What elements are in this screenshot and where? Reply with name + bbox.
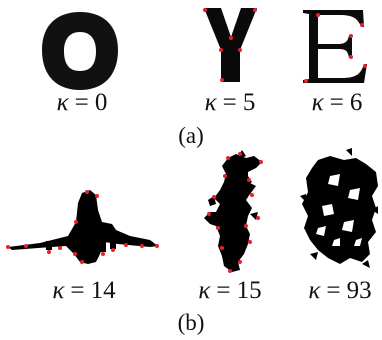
shape-airplane-boundary-points [6, 190, 159, 264]
shape-irregular-figure [204, 150, 263, 273]
caption-a: (a) [178, 123, 204, 148]
label-kappa-irregular: κ= 15 [198, 277, 261, 304]
shape-letter-e [303, 10, 367, 83]
label-kappa-o: κ= 0 [57, 89, 108, 116]
label-kappa-blob: κ= 93 [308, 277, 371, 304]
shape-letter-y [203, 8, 257, 82]
shape-irregular-boundary-points [207, 152, 263, 273]
caption-b: (b) [178, 310, 205, 335]
shape-letter-o [42, 12, 118, 90]
label-kappa-e: κ= 6 [312, 89, 363, 116]
shape-y-boundary-points [203, 8, 257, 82]
label-kappa-y: κ= 5 [205, 89, 256, 116]
shape-e-boundary-points [304, 13, 367, 83]
label-kappa-airplane: κ= 14 [52, 277, 116, 304]
shape-complex-blob [300, 148, 378, 268]
shape-airplane [6, 190, 159, 264]
